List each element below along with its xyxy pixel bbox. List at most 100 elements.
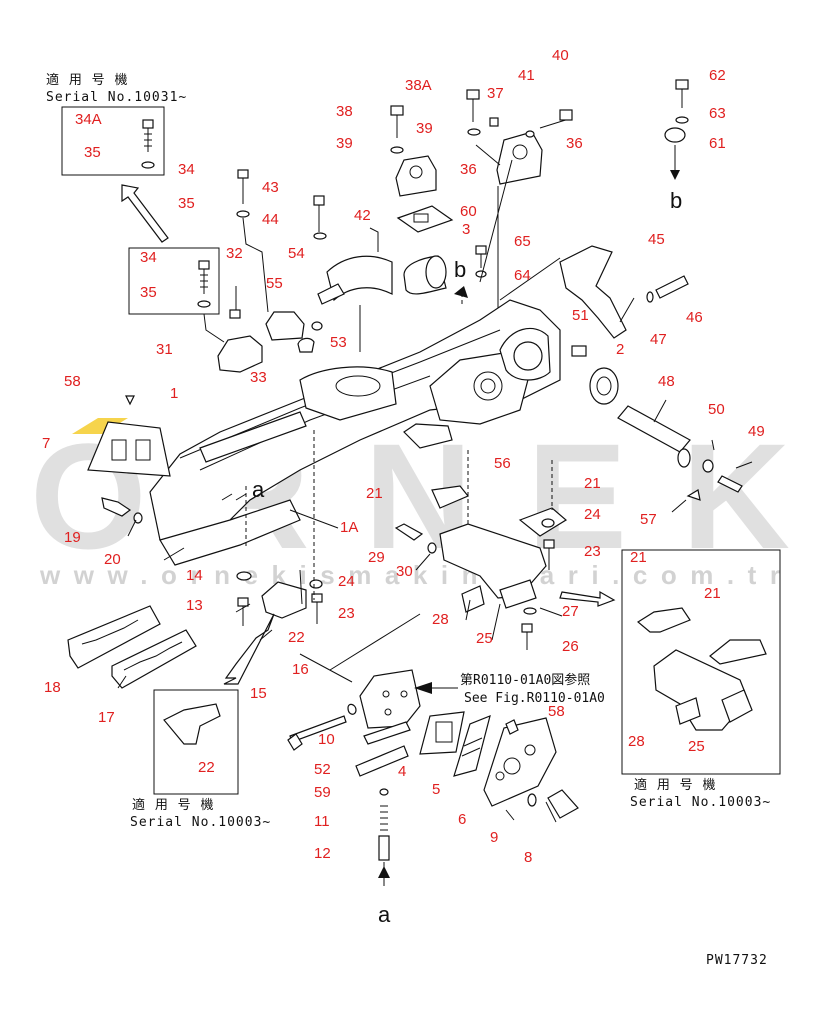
part-label: 13: [186, 597, 203, 614]
applicable-label: 適 用 号 機: [132, 797, 214, 813]
part-label: 58: [548, 703, 565, 720]
part-label: 25: [688, 738, 705, 755]
reference-en: See Fig.R0110-01A0: [464, 691, 605, 706]
part-label: 51: [572, 307, 589, 324]
part-label: 28: [432, 611, 449, 628]
part-label: 21: [630, 549, 647, 566]
part-label: 50: [708, 401, 725, 418]
part-label: 55: [266, 275, 283, 292]
part-label: 40: [552, 47, 569, 64]
part-label: 21: [366, 485, 383, 502]
arrow-left-icon: [414, 682, 432, 694]
part-label: 8: [524, 849, 532, 866]
inset-box-bottom-right: [621, 549, 781, 775]
part-label: 31: [156, 341, 173, 358]
part-label: 20: [104, 551, 121, 568]
part-label: 21: [704, 585, 721, 602]
part-label: 2: [616, 341, 624, 358]
part-label: 37: [487, 85, 504, 102]
part-label: 56: [494, 455, 511, 472]
clamp-bracket: [265, 311, 305, 341]
serial-number: Serial No.10003~: [630, 795, 771, 810]
part-label: 1A: [340, 519, 358, 536]
part-label: 35: [84, 144, 101, 161]
part-label: 38A: [405, 77, 432, 94]
cover-plate: [326, 255, 393, 302]
part-label: 44: [262, 211, 279, 228]
part-label: 35: [178, 195, 195, 212]
support-bracket: [653, 649, 749, 731]
part-label: 23: [584, 543, 601, 560]
reference-jp: 第R0110-01A0図参照: [460, 672, 590, 688]
part-label: 26: [562, 638, 579, 655]
part-label: 24: [584, 506, 601, 523]
part-label: 36: [460, 161, 477, 178]
gasket: [419, 711, 465, 755]
part-labels: 40 41 37 38A 38 39 39 36 36 62 63 61 34A…: [42, 47, 765, 866]
part-label: 6: [458, 811, 466, 828]
part-label: 25: [476, 630, 493, 647]
watermark-accent-shape: [72, 418, 128, 434]
serial-number: Serial No.10031~: [46, 90, 187, 105]
part-label: 39: [416, 120, 433, 137]
part-label: 45: [648, 231, 665, 248]
valve-block: [359, 669, 421, 729]
cover-plate: [483, 717, 557, 807]
arrow-right-icon: [559, 590, 616, 607]
bolt-icon: [141, 119, 155, 169]
part-label: 49: [748, 423, 765, 440]
serial-note-top-left: 適 用 号 機 Serial No.10031~: [46, 72, 187, 105]
part-label: 36: [566, 135, 583, 152]
drawing-number: PW17732: [706, 953, 768, 968]
bracket: [403, 423, 453, 449]
part-label: 64: [514, 267, 531, 284]
part-label: 29: [368, 549, 385, 566]
part-label: 53: [330, 334, 347, 351]
inset-box-mid-left: [128, 247, 220, 315]
part-label: 1: [170, 385, 178, 402]
part-label: 4: [398, 763, 406, 780]
part-label: 47: [650, 331, 667, 348]
clamp-bracket: [217, 335, 263, 373]
inset-box-top-left: [61, 106, 165, 176]
part-label: 58: [64, 373, 81, 390]
part-label: 39: [336, 135, 353, 152]
part-label: 48: [658, 373, 675, 390]
part-label: 19: [64, 529, 81, 546]
arrow-up-icon: [121, 184, 169, 243]
part-label: 21: [584, 475, 601, 492]
bolt-icon: [236, 169, 250, 218]
gasket: [453, 715, 491, 777]
part-label: 12: [314, 845, 331, 862]
part-label: 59: [314, 784, 331, 801]
inset-box-bottom-left: [153, 689, 239, 795]
applicable-label: 適 用 号 機: [634, 777, 716, 793]
part-label: 34: [140, 249, 157, 266]
arrow-up-icon: [378, 866, 390, 878]
part-label: 60: [460, 203, 477, 220]
view-letter-a: a: [252, 477, 265, 502]
part-label: 33: [250, 369, 267, 386]
part-label: 65: [514, 233, 531, 250]
view-letter-b-side: b: [670, 188, 682, 213]
part-label: 23: [338, 605, 355, 622]
applicable-label: 適 用 号 機: [46, 72, 128, 88]
part-label: 27: [562, 603, 579, 620]
part-label: 10: [318, 731, 335, 748]
view-letter-a-bottom: a: [378, 902, 391, 927]
plate: [87, 421, 171, 477]
part-label: 3: [462, 221, 470, 238]
part-label: 11: [314, 813, 330, 830]
part-label: 18: [44, 679, 61, 696]
part-label: 61: [709, 135, 726, 152]
part-label: 63: [709, 105, 726, 122]
part-label: 54: [288, 245, 305, 262]
part-label: 35: [140, 284, 157, 301]
part-label: 42: [354, 207, 371, 224]
side-bracket: [559, 245, 627, 339]
view-letter-b-top: b: [454, 257, 466, 282]
guide-rail: [67, 605, 161, 669]
serial-number: Serial No.10003~: [130, 815, 271, 830]
part-label: 5: [432, 781, 440, 798]
